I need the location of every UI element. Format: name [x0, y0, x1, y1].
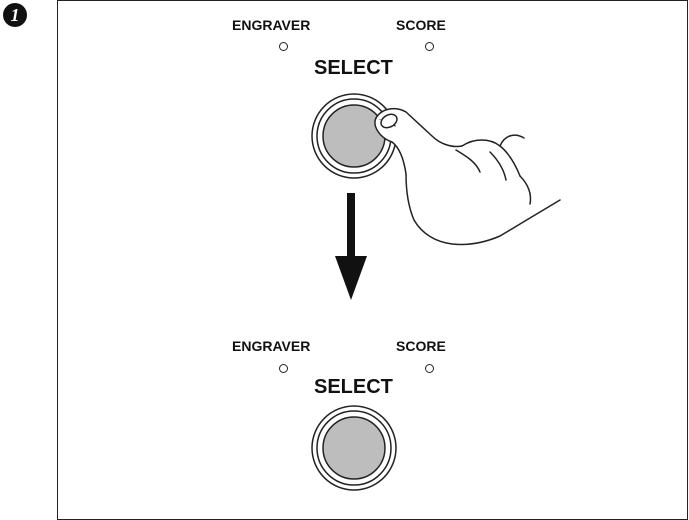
select-label-bottom: SELECT [314, 376, 393, 398]
step-number-badge: 1 [3, 3, 27, 27]
select-button-top[interactable] [311, 93, 397, 179]
engraver-label-bottom: ENGRAVER [232, 338, 311, 354]
select-button-bottom[interactable] [311, 405, 397, 491]
score-label-bottom: SCORE [396, 338, 446, 354]
score-label-top: SCORE [396, 17, 446, 33]
finger-pressing-icon [374, 107, 561, 246]
engraver-led-top [279, 42, 288, 51]
engraver-led-bottom [279, 364, 288, 373]
score-led-top [425, 42, 434, 51]
select-label-top: SELECT [314, 57, 393, 79]
engraver-label-top: ENGRAVER [232, 17, 311, 33]
down-arrow-icon [335, 193, 367, 300]
score-led-bottom [425, 364, 434, 373]
